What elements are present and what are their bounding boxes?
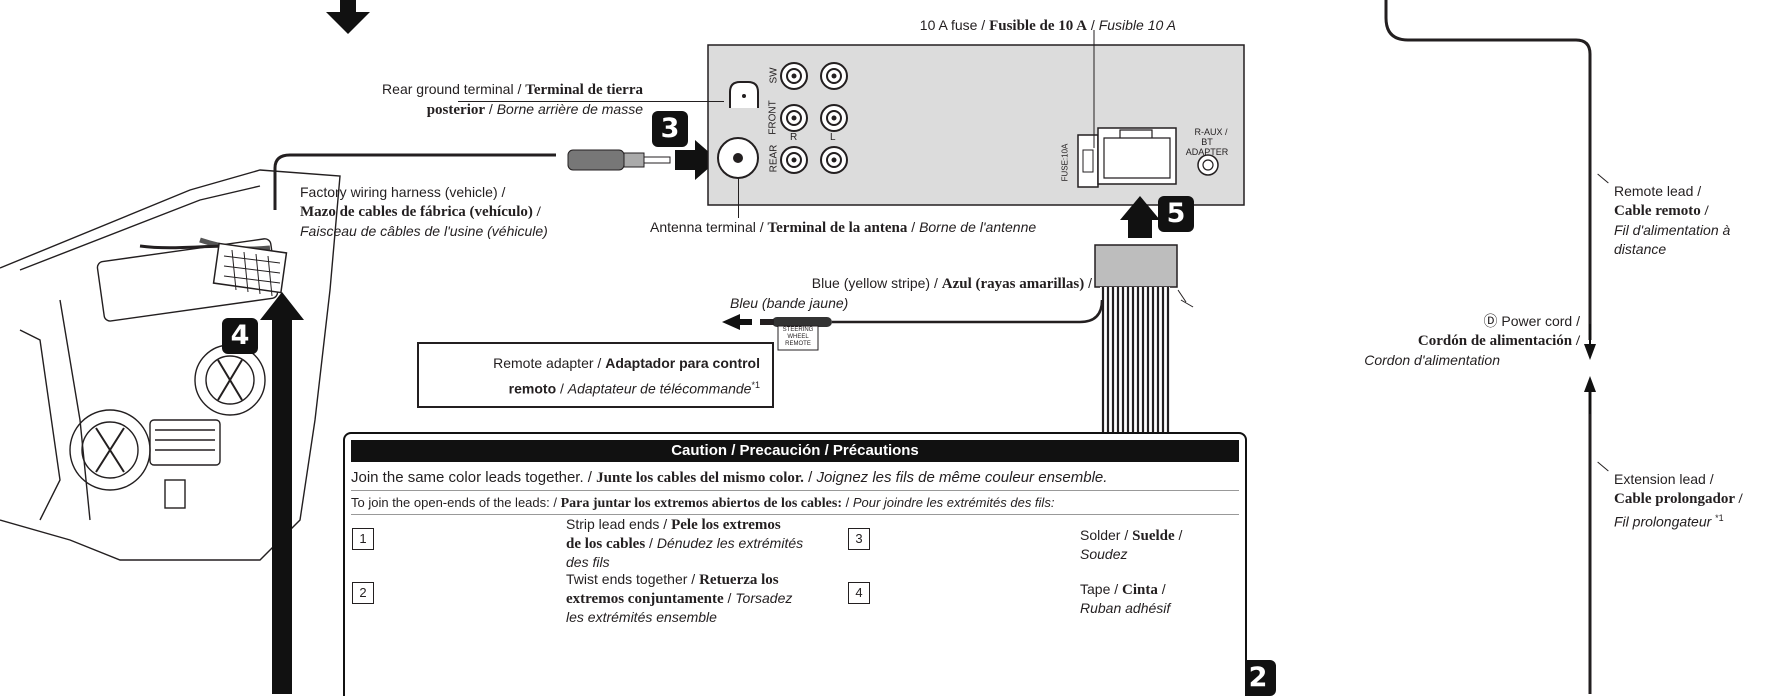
rear-ground-leader <box>458 101 724 102</box>
power-arrow <box>1118 196 1162 238</box>
rear-ground-label: Rear ground terminal / Terminal de tierr… <box>382 81 643 118</box>
caution-step-1-text: Strip lead ends / Pele los extremos de l… <box>566 516 804 570</box>
raux-label: R-AUX / BT ADAPTER <box>1185 127 1229 157</box>
caution-step-4-number: 4 <box>848 582 870 604</box>
extension-lead-label: Extension lead / Cable prolongador / Fil… <box>1614 471 1743 530</box>
rear-label: REAR <box>768 144 780 173</box>
factory-harness-label: Factory wiring harness (vehicle) / Mazo … <box>300 184 548 239</box>
caution-step-2-text: Twist ends together / Retuerza los extre… <box>566 571 793 625</box>
l-label: L <box>830 132 836 143</box>
blue-lead-wire <box>722 299 1104 351</box>
fuse-panel-label: FUSE:10A <box>1060 143 1070 182</box>
lead-arrows <box>1584 324 1596 414</box>
caution-step-3-text: Solder / Suelde / Soudez <box>1080 527 1183 562</box>
step-4-badge: 4 <box>222 318 258 354</box>
antenna-leader <box>738 178 739 218</box>
caution-step-2-number: 2 <box>352 582 374 604</box>
caution-step-3-number: 3 <box>848 528 870 550</box>
power-cord-label: Ⓓ Power cord / Cordón de alimentación / … <box>1364 313 1580 368</box>
antenna-plug <box>567 149 671 171</box>
caution-line-1: Join the same color leads together. / Ju… <box>351 466 1239 491</box>
antenna-arrow <box>675 140 718 180</box>
head-unit-rear-panel <box>707 44 1245 206</box>
remote-lead-label: Remote lead / Cable remoto / Fil d'alime… <box>1614 183 1731 257</box>
factory-harness-connector <box>212 153 556 297</box>
caution-title: Caution / Precaución / Précautions <box>351 440 1239 462</box>
caution-box: Caution / Precaución / Précautions Join … <box>343 432 1247 696</box>
front-label: FRONT <box>767 100 779 135</box>
remote-adapter-box: Remote adapter / Adaptador para control … <box>417 342 774 408</box>
step-3-badge: 3 <box>652 111 688 147</box>
fuse-label: 10 A fuse / Fusible de 10 A / Fusible 10… <box>919 17 1176 34</box>
caution-line-2: To join the open-ends of the leads: / Pa… <box>351 492 1239 515</box>
top-down-arrow <box>326 0 370 34</box>
step-5-badge: 5 <box>1158 196 1194 232</box>
sw-label: SW <box>768 67 780 84</box>
antenna-label: Antenna terminal / Terminal de la antena… <box>650 219 1037 236</box>
caution-step-4-text: Tape / Cinta / Ruban adhésif <box>1080 581 1171 616</box>
remote-lead-wire <box>1384 0 1592 694</box>
r-label: R <box>790 132 798 143</box>
caution-step-1-number: 1 <box>352 528 374 550</box>
blue-lead-label: Blue (yellow stripe) / Azul (rayas amari… <box>730 275 1092 311</box>
step4-up-arrow <box>260 292 304 694</box>
